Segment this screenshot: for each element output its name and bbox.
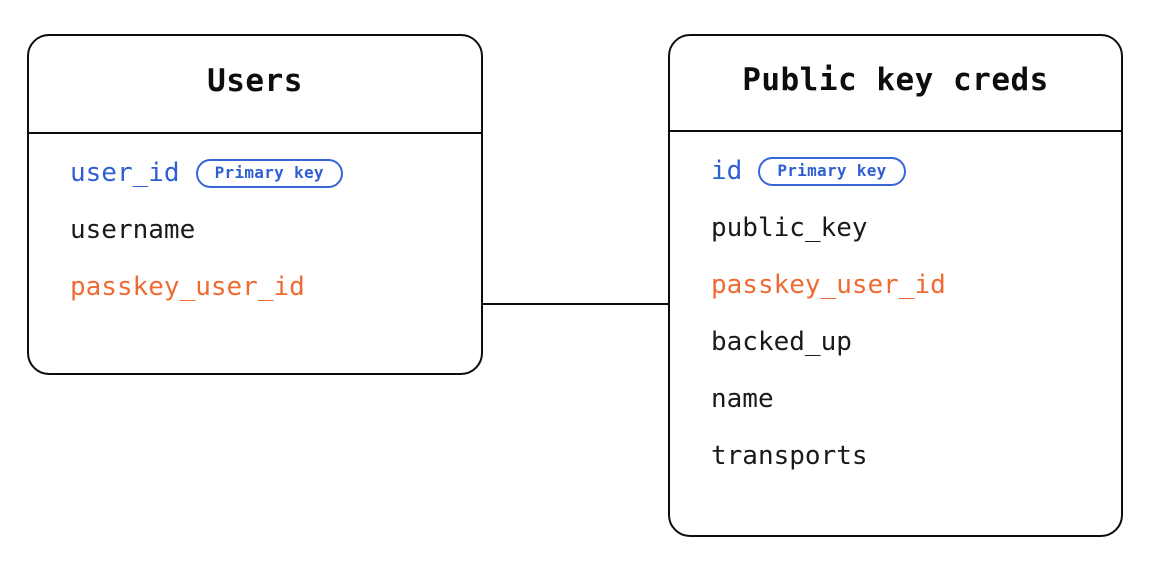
field-name: user_id [70,158,180,188]
field-row[interactable]: transports [711,439,868,473]
field-name: passkey_user_id [711,270,946,300]
field-name: id [711,156,743,186]
field-row[interactable]: id Primary key [711,154,906,188]
field-row[interactable]: user_id Primary key [70,156,343,190]
field-row[interactable]: username [70,213,195,247]
entity-box-users[interactable]: Users user_id Primary key username passkey_… [27,34,483,375]
field-name: backed_up [711,327,852,357]
entity-box-public-key-creds[interactable]: Public key creds id Primary key public_key… [668,34,1123,537]
relationship-connector-line [483,303,669,305]
primary-key-badge: Primary key [758,156,906,186]
field-name: name [711,384,774,414]
field-row[interactable]: name [711,382,774,416]
entity-title-public-key-creds: Public key creds [742,62,1049,98]
field-name: passkey_user_id [70,272,305,302]
field-row[interactable]: passkey_user_id [711,268,946,302]
field-name: transports [711,441,868,471]
primary-key-badge: Primary key [195,158,343,188]
field-name: username [70,215,196,245]
entity-header-divider [668,130,1123,132]
field-name: public_key [711,213,868,243]
entity-header-divider [27,132,483,134]
field-row[interactable]: backed_up [711,325,852,359]
entity-title-users: Users [207,63,303,99]
field-row[interactable]: passkey_user_id [70,270,305,304]
field-row[interactable]: public_key [711,211,868,245]
